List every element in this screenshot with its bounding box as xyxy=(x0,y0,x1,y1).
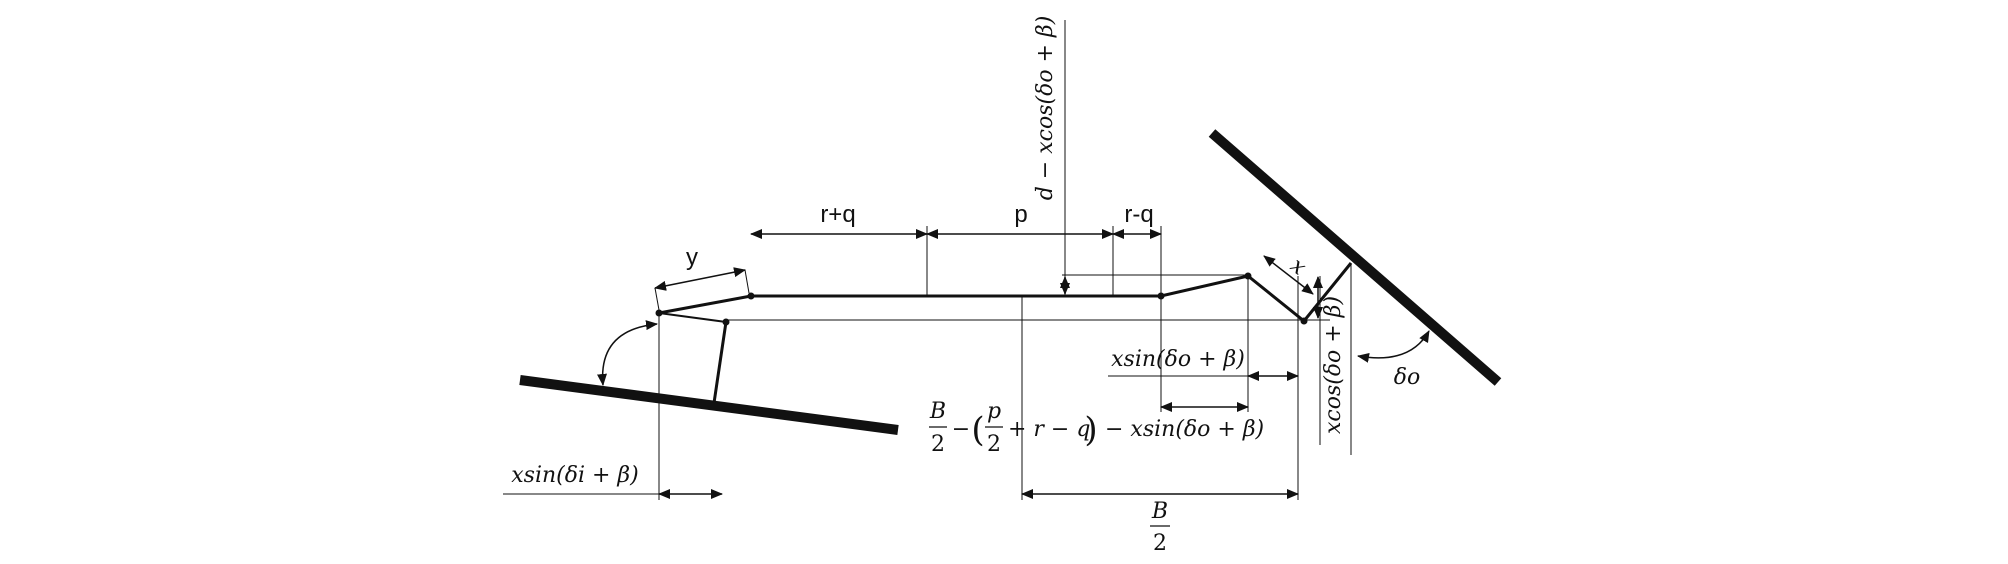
half-B-denominator: 2 xyxy=(1153,531,1167,556)
left-knuckle-arm xyxy=(658,312,727,323)
label-p: p xyxy=(1014,201,1027,228)
label-xcos-right: xcos(δo + β) xyxy=(1321,296,1346,434)
eq-tail: − xsin(δo + β) xyxy=(1105,417,1264,442)
eq-plus-r-minus-q: + r − q xyxy=(1008,417,1090,442)
right-wheel-bar xyxy=(1208,129,1502,386)
eq-B-denominator: 2 xyxy=(931,432,945,457)
eq-p-denominator: 2 xyxy=(987,432,1001,457)
eq-paren-close: ) xyxy=(1084,410,1097,450)
label-r-plus-q: r+q xyxy=(820,201,855,228)
label-xsin-do: xsin(δo + β) xyxy=(1111,347,1245,372)
equation-half-B-offset: B 2 − ( p 2 + r − q ) − xsin(δo + β) xyxy=(929,399,1264,457)
eq-paren-open: ( xyxy=(971,410,984,450)
dim-x xyxy=(1263,255,1314,295)
dim-y xyxy=(654,267,746,291)
label-r-minus-q: r-q xyxy=(1124,201,1153,228)
label-half-B: B 2 xyxy=(1150,499,1170,556)
left-wheel-bar xyxy=(519,375,899,435)
joint-dot xyxy=(747,292,755,300)
eq-p-numerator: p xyxy=(987,399,1001,424)
eq-B-numerator: B xyxy=(929,399,946,424)
tie-rod-linkage xyxy=(658,262,1353,324)
eq-minus-1: − xyxy=(952,417,970,442)
left-steering-arm xyxy=(712,321,728,404)
label-delta-o: δo xyxy=(1394,365,1421,390)
half-B-numerator: B xyxy=(1151,499,1168,524)
dim-y-tick-left xyxy=(654,287,660,311)
label-y: y xyxy=(686,244,698,271)
dim-y-tick-right xyxy=(744,269,750,294)
label-d-minus-xcos: d − xcos(δo + β) xyxy=(1033,16,1058,201)
angle-arc-delta-i xyxy=(597,320,658,386)
angle-arc-delta-o xyxy=(1357,330,1430,363)
label-xsin-di: xsin(δi + β) xyxy=(511,463,639,488)
joint-dot xyxy=(1300,317,1308,325)
